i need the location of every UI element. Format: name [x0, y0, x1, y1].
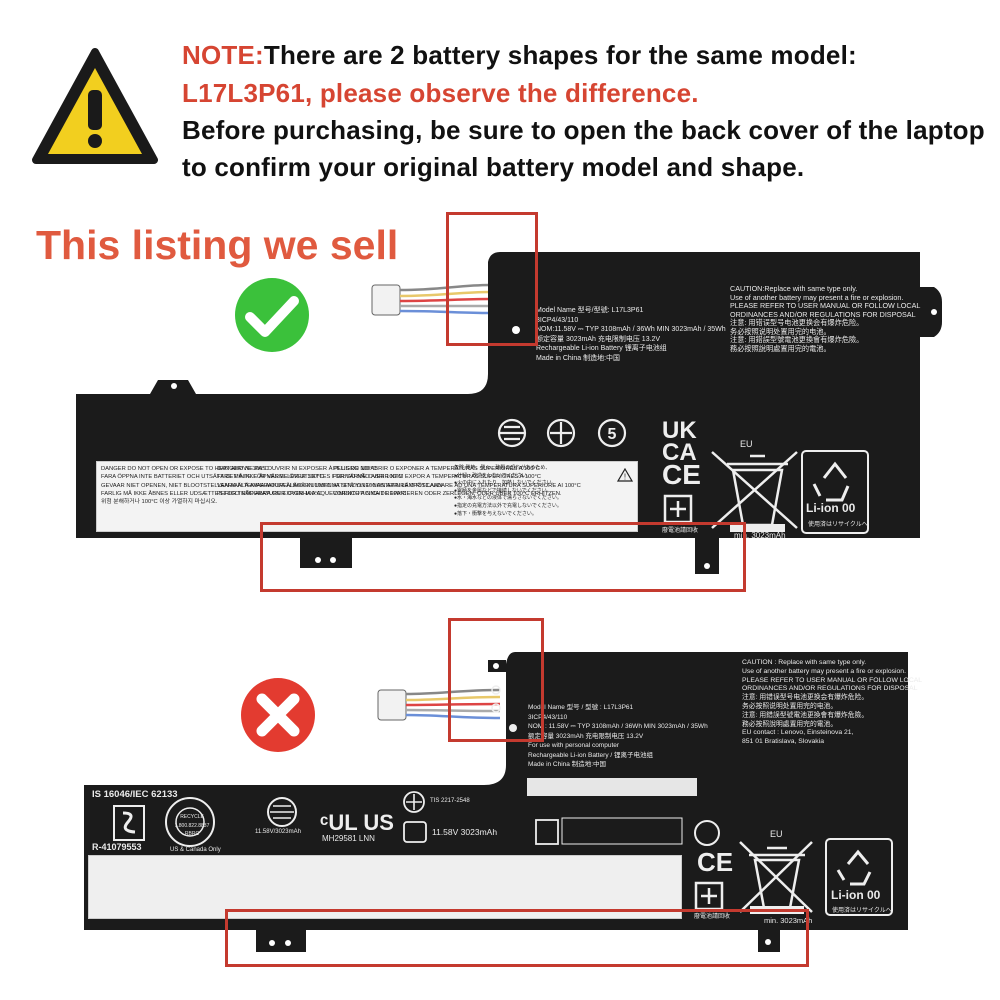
svg-text:!: ! — [624, 473, 626, 482]
note-line-3: Before purchasing, be sure to open the b… — [182, 115, 985, 145]
note-line-1: NOTE:There are 2 battery shapes for the … — [182, 40, 857, 71]
recycle-sub-2: 使用済はリサイクルへ — [832, 908, 892, 914]
check-icon — [235, 278, 309, 352]
recycle-label: Li-ion 00 — [806, 501, 856, 515]
battery-2-danger-sticker — [88, 855, 682, 919]
danger-col-1: DANGER DO NOT OPEN OR EXPOSE TO HEAT ABO… — [101, 466, 331, 506]
highlight-connector-2 — [448, 618, 544, 742]
voltage-capacity: 11.58V 3023mAh — [432, 827, 498, 837]
highlight-bottom-2 — [225, 909, 809, 967]
note-line-1-text: There are 2 battery shapes for the same … — [263, 40, 857, 70]
battery-2-sticker-text: 廢電池請回收 — [694, 914, 731, 920]
highlight-bottom-1 — [260, 522, 746, 592]
danger-col-4: 危険 発熱、発火、破裂の恐れがあるため、●分解・改造をしないでください。●火の中… — [454, 465, 562, 517]
ce-mark-2: CE — [697, 847, 734, 877]
eu-label-2: EU — [770, 829, 783, 839]
battery-1-caution: CAUTION:Replace with same type only.Use … — [730, 284, 921, 353]
highlight-connector-1 — [446, 212, 538, 346]
min-capacity: min. 3023mAh — [734, 531, 786, 540]
ce-mark: CE — [662, 459, 701, 490]
ul-number: MH29581 LNN — [322, 834, 375, 843]
battery-1-danger-sticker: DANGER DO NOT OPEN OR EXPOSE TO HEAT ABO… — [96, 461, 638, 532]
sticker-warning-icon: ! — [617, 468, 633, 482]
note-prefix: NOTE: — [182, 40, 264, 70]
r-number: R-41079553 — [92, 842, 142, 852]
listing-headline: This listing we sell — [36, 222, 399, 268]
note-line-2: L17L3P61, please observe the difference. — [182, 78, 699, 108]
ukca-mark: UK CA — [662, 417, 697, 466]
ul-mark: ᶜUL US — [320, 810, 394, 835]
recycle-sub: 使用済はリサイクルへ — [808, 522, 868, 528]
recycle-seal: RECYCLE 1.800.822.8837 RBRC — [174, 814, 210, 837]
min-capacity-2: min. 3023mAh — [764, 916, 813, 925]
eu-label: EU — [740, 439, 753, 449]
is-standard: IS 16046/IEC 62133 — [92, 789, 178, 800]
cross-icon — [241, 678, 315, 752]
battery-1-sticker-text: 廢電池請回收 — [662, 528, 699, 534]
recycle-label-2: Li-ion 00 — [831, 888, 881, 902]
danger-col-2: DANGER! NE PAS OUVRIR NI EXPOSER À PLUS … — [217, 466, 443, 497]
rohs-label: 11.58V/3023mAh — [255, 829, 301, 835]
note-line-4: to confirm your original battery model a… — [182, 152, 805, 182]
svg-text:5: 5 — [608, 426, 617, 443]
danger-col-3: PELIGRO NO ABRIR O EXPONER A TEMPERATURA… — [333, 466, 581, 497]
warning-icon — [32, 48, 158, 164]
us-canada-label: US & Canada Only — [170, 847, 221, 853]
battery-2-caution: CAUTION : Replace with same type only.Us… — [742, 659, 923, 746]
tis-label: TIS 2217-2548 — [430, 798, 470, 804]
